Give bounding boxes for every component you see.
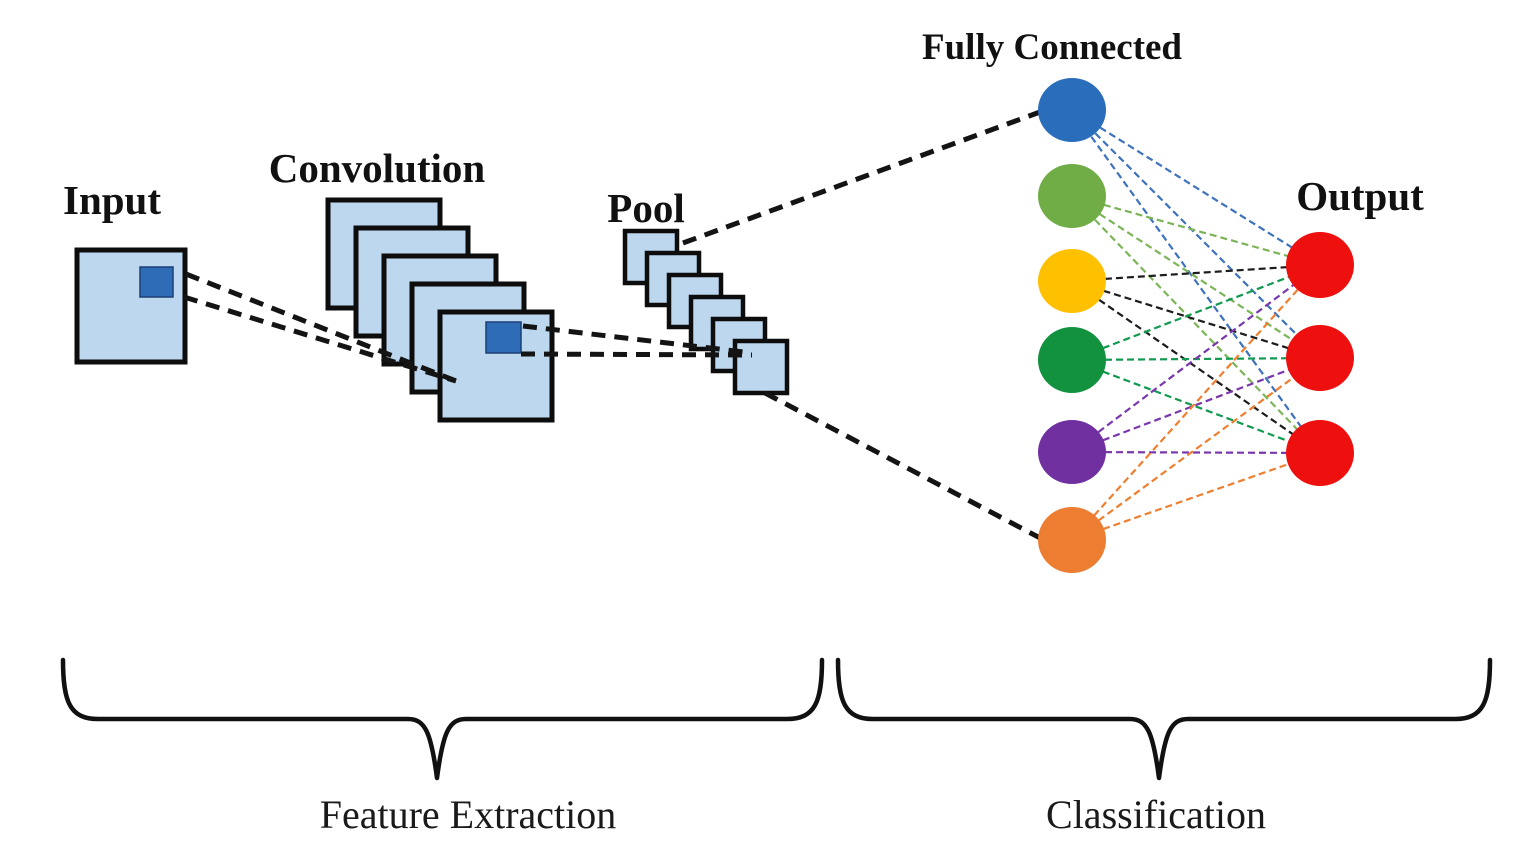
- input-layer: [74, 247, 188, 365]
- fc-connection-line: [1071, 263, 1321, 283]
- convolution-layer: [325, 197, 555, 423]
- fc-connection-line: [1071, 451, 1321, 542]
- input-to-conv-connector-bottom: [183, 294, 457, 384]
- fc-connection-line: [1071, 280, 1321, 454]
- convolution-label: Convolution: [269, 145, 486, 191]
- fc-connection-line: [1071, 109, 1321, 359]
- fc-node-orange: [1038, 507, 1106, 573]
- fc-connection-line: [1071, 264, 1321, 453]
- output-layer: [1286, 232, 1354, 486]
- output-node-3: [1286, 420, 1354, 486]
- input-label: Input: [63, 177, 161, 223]
- fc-connection-line: [1071, 264, 1321, 541]
- output-node-1: [1286, 232, 1354, 298]
- fc-connection-line: [1071, 263, 1321, 362]
- fully-connected-label: Fully Connected: [922, 27, 1182, 68]
- classification-brace: [835, 657, 1493, 781]
- fc-connection-line: [1071, 356, 1321, 454]
- fc-connection-line: [1071, 358, 1321, 455]
- feature-extraction-label: Feature Extraction: [320, 792, 617, 837]
- pool-label: Pool: [607, 185, 684, 231]
- feature-extraction-brace: [60, 657, 825, 781]
- pool-layer: [622, 228, 790, 396]
- fc-node-yellow: [1038, 249, 1106, 313]
- fully-connected-layer: [1038, 78, 1106, 573]
- pool-to-fc-connector-top: [682, 109, 1041, 246]
- fc-connection-line: [1071, 194, 1321, 267]
- input-receptive-field: [139, 266, 174, 298]
- output-label: Output: [1296, 173, 1424, 219]
- conv-to-pool-connector-bottom: [520, 351, 753, 358]
- fc-connection-line: [1071, 109, 1321, 454]
- pool-to-fc-connector-bottom: [763, 390, 1044, 542]
- classification-label: Classification: [1046, 792, 1266, 837]
- fc-connection-line: [1071, 450, 1321, 455]
- fc-node-purple: [1038, 420, 1106, 484]
- conv-to-pool-connector-top: [522, 323, 745, 355]
- input-to-conv-connector-top: [185, 271, 457, 384]
- fc-connection-line: [1071, 195, 1321, 454]
- output-node-2: [1286, 325, 1354, 391]
- fc-node-blue: [1038, 78, 1106, 142]
- flow-connectors: [183, 109, 1044, 542]
- conv-receptive-field: [485, 321, 522, 354]
- fc-connection-line: [1071, 109, 1321, 266]
- fc-node-green: [1038, 164, 1106, 228]
- fc-connection-line: [1071, 195, 1321, 359]
- fc-output-connections: [1071, 109, 1321, 542]
- pool-feature-map: [732, 338, 790, 396]
- fc-connection-line: [1071, 357, 1321, 541]
- fc-node-dark-green: [1038, 327, 1106, 393]
